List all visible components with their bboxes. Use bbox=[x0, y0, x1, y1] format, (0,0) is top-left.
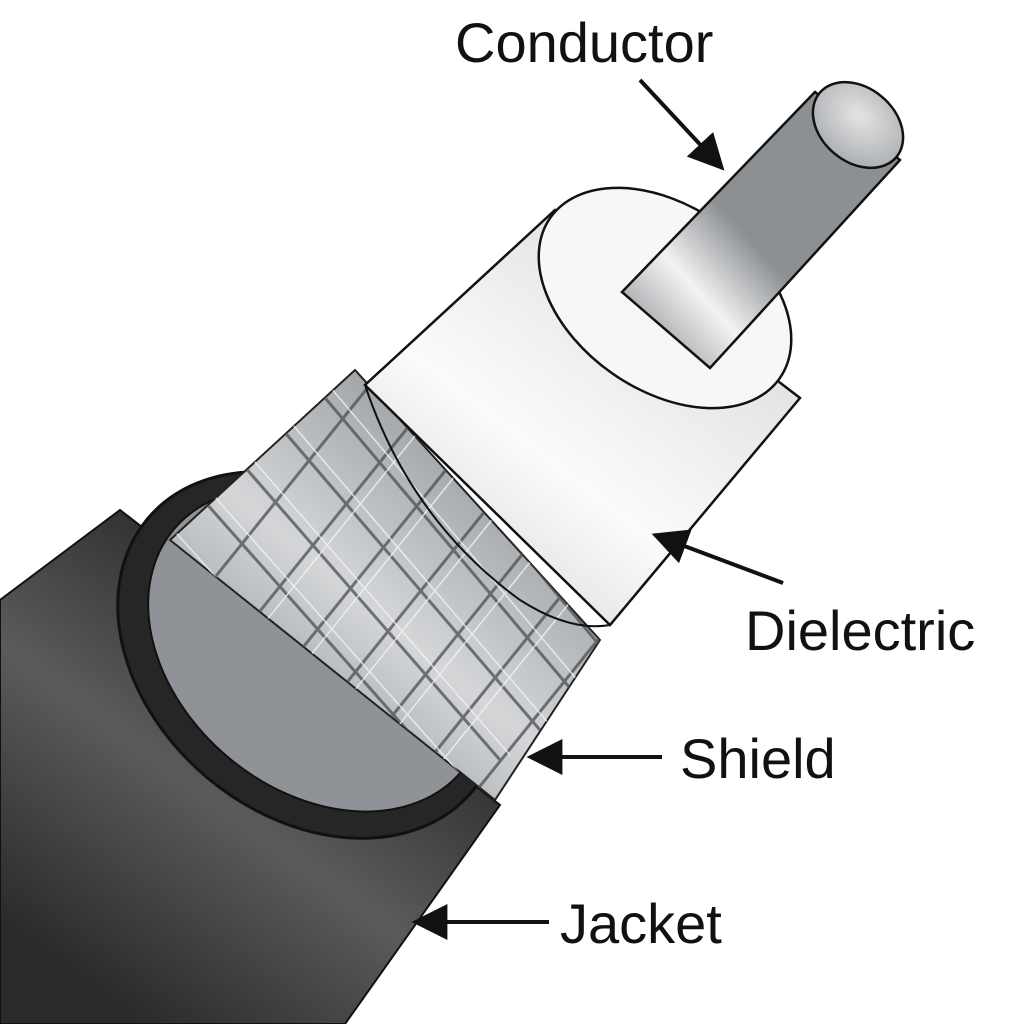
label-dielectric-text: Dielectric bbox=[745, 599, 975, 662]
conductor-layer bbox=[620, 80, 905, 370]
conductor-arrow bbox=[638, 78, 725, 171]
label-shield-text: Shield bbox=[680, 727, 836, 790]
label-dielectric: Dielectric bbox=[651, 529, 975, 662]
label-jacket-text: Jacket bbox=[560, 892, 722, 955]
dielectric-arrow bbox=[651, 529, 784, 585]
label-conductor-text: Conductor bbox=[455, 11, 713, 74]
label-shield: Shield bbox=[526, 727, 836, 790]
label-jacket: Jacket bbox=[411, 892, 722, 955]
label-conductor: Conductor bbox=[455, 11, 725, 171]
